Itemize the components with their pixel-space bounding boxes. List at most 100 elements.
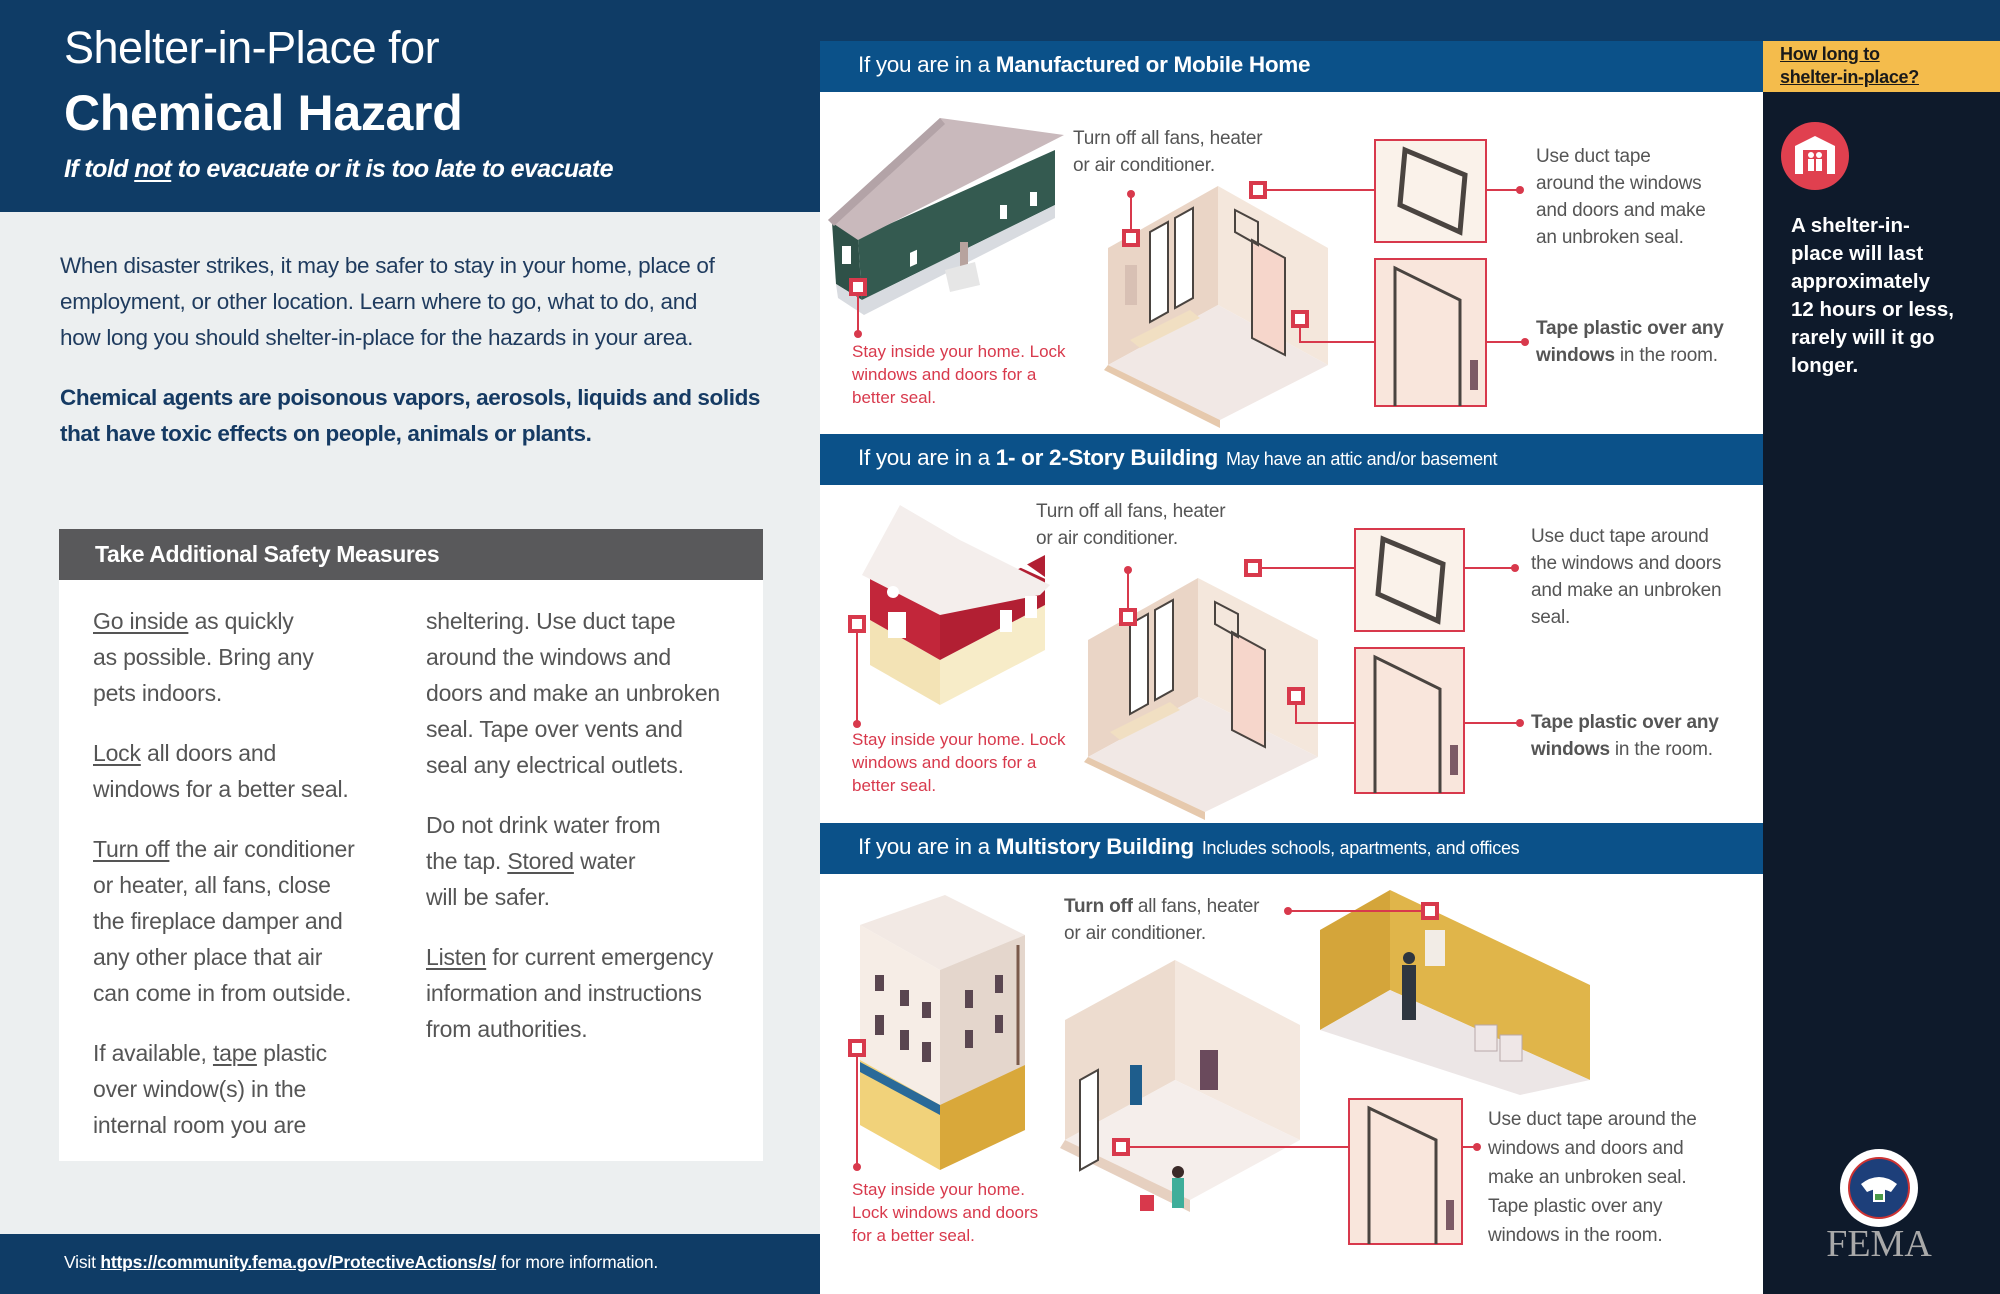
- page-title-line2: Chemical Hazard: [64, 85, 463, 141]
- text-segment: as quickly: [188, 608, 294, 634]
- room-illustration-2: [1084, 578, 1318, 820]
- text-line: over window(s) in the: [93, 1071, 355, 1107]
- text-segment: the windows and doors: [1531, 553, 1722, 574]
- text-segment: longer.: [1791, 354, 1859, 377]
- underlined-keyword: Lock: [93, 740, 141, 766]
- text-segment: rarely will it go: [1791, 326, 1935, 349]
- duct-tape-callout-3: Use duct tape around the windows and door…: [1488, 1105, 1697, 1250]
- text-line: Tape plastic over any: [1488, 1192, 1697, 1221]
- text-line: and doors and make: [1536, 197, 1706, 224]
- text-segment: the air conditioner: [169, 836, 355, 862]
- dhs-seal-icon: [1840, 1149, 1918, 1227]
- text-segment: plastic: [256, 1040, 327, 1066]
- underlined-keyword: Listen: [426, 944, 487, 970]
- text-line: how long you should shelter-in-place for…: [60, 320, 715, 356]
- text-segment: to evacuate or it is too late to evacuat…: [171, 155, 614, 183]
- text-line: as possible. Bring any: [93, 639, 355, 675]
- text-segment: all doors and: [140, 740, 277, 766]
- text-segment: A shelter-in-: [1791, 214, 1910, 237]
- text-segment: Chemical agents are poisonous vapors, ae…: [60, 385, 761, 410]
- section-name: 1- or 2-Story Building: [995, 445, 1218, 470]
- text-segment: seal. Tape over vents and: [426, 716, 683, 742]
- callout-dots-3: [853, 907, 1481, 1171]
- section-name: Manufactured or Mobile Home: [995, 52, 1311, 77]
- section-note: May have an attic and/or basement: [1225, 449, 1498, 469]
- text-line: place will last: [1791, 240, 1954, 268]
- title-banner: Shelter-in-Place for Chemical Hazard If …: [0, 0, 820, 212]
- text-line: around the windows: [1536, 170, 1706, 197]
- text-line: If available, tape plastic: [93, 1035, 355, 1071]
- text-segment: When disaster strikes, it may be safer t…: [60, 253, 715, 278]
- callout-lines-2: [856, 567, 1520, 724]
- text-segment: doors and make an unbroken: [426, 680, 721, 706]
- fema-link[interactable]: https://community.fema.gov/ProtectiveAct…: [100, 1252, 497, 1272]
- bold-text: Turn off: [1064, 896, 1133, 917]
- text-line: that have toxic effects on people, anima…: [60, 416, 760, 452]
- text-line: seal any electrical outlets.: [426, 747, 720, 783]
- text-line: from authorities.: [426, 1011, 720, 1047]
- text-line: Lock windows and doors: [852, 1201, 1038, 1224]
- safety-item: Lock all doors and windows for a better s…: [93, 735, 355, 807]
- text-segment: Stay inside your home. Lock: [852, 730, 1066, 749]
- text-line: windows in the room.: [1488, 1221, 1697, 1250]
- multistory-building-illustration: [860, 895, 1025, 1170]
- text-segment: employment, or other location. Learn whe…: [60, 289, 698, 314]
- text-segment: in the room.: [1614, 345, 1718, 366]
- text-segment: make an unbroken seal.: [1488, 1167, 1687, 1188]
- section-prefix: If you are in a: [858, 445, 996, 470]
- text-line: the tap. Stored water: [426, 843, 720, 879]
- callout-dots-2: [853, 564, 1524, 728]
- text-line: When disaster strikes, it may be safer t…: [60, 248, 715, 284]
- footer-bar: Visit https://community.fema.gov/Protect…: [0, 1234, 820, 1294]
- text-line: shelter-in-place?: [1780, 66, 2000, 89]
- turn-off-callout-1: Turn off all fans, heater or air conditio…: [1073, 125, 1263, 179]
- text-line: Chemical agents are poisonous vapors, ae…: [60, 380, 760, 416]
- illustrations: [828, 118, 1590, 1245]
- text-line: approximately: [1791, 268, 1954, 296]
- text-segment: all fans, heater: [1132, 896, 1260, 917]
- text-segment: or air conditioner.: [1073, 155, 1215, 176]
- text-segment: windows and doors and: [1488, 1138, 1684, 1159]
- text-segment: how long you should shelter-in-place for…: [60, 325, 694, 350]
- text-line: If told not to evacuate or it is too lat…: [64, 155, 613, 184]
- text-segment: an unbroken seal.: [1536, 227, 1684, 248]
- text-line: windows and doors for a: [852, 751, 1066, 774]
- text-line: Turn off all fans, heater: [1064, 893, 1259, 920]
- text-segment: windows in the room.: [1488, 1225, 1663, 1246]
- callout-lines-3: [856, 910, 1477, 1167]
- text-segment: sheltering. Use duct tape: [426, 608, 676, 634]
- text-segment: for current emergency: [486, 944, 714, 970]
- text-line: information and instructions: [426, 975, 720, 1011]
- text-segment: How long to: [1780, 44, 1880, 64]
- window-plastic-box-2: [1354, 647, 1465, 794]
- text-segment: from authorities.: [426, 1016, 588, 1042]
- text-line: or air conditioner.: [1073, 152, 1262, 179]
- text-line: A shelter-in-: [1791, 212, 1954, 240]
- mobile-home-illustration: [828, 118, 1064, 315]
- underlined-keyword: Turn off: [93, 836, 170, 862]
- text-segment: that have toxic effects on people, anima…: [60, 421, 592, 446]
- duration-sidebar: [1763, 41, 2000, 1294]
- bold-text: Tape plastic over any: [1531, 712, 1719, 733]
- text-segment: windows for a better seal.: [93, 776, 349, 802]
- text-line: employment, or other location. Learn whe…: [60, 284, 715, 320]
- callout-markers-2: [848, 559, 1305, 705]
- text-segment: Turn off all fans, heater: [1073, 128, 1263, 149]
- text-segment: Use duct tape around the: [1488, 1109, 1697, 1130]
- text-line: for a better seal.: [852, 1224, 1038, 1247]
- text-segment: Tape plastic over any: [1488, 1196, 1663, 1217]
- chemical-definition: Chemical agents are poisonous vapors, ae…: [60, 380, 760, 452]
- text-line: windows and doors and: [1488, 1134, 1697, 1163]
- text-segment: the tap.: [426, 848, 508, 874]
- text-segment: Use duct tape: [1536, 146, 1651, 167]
